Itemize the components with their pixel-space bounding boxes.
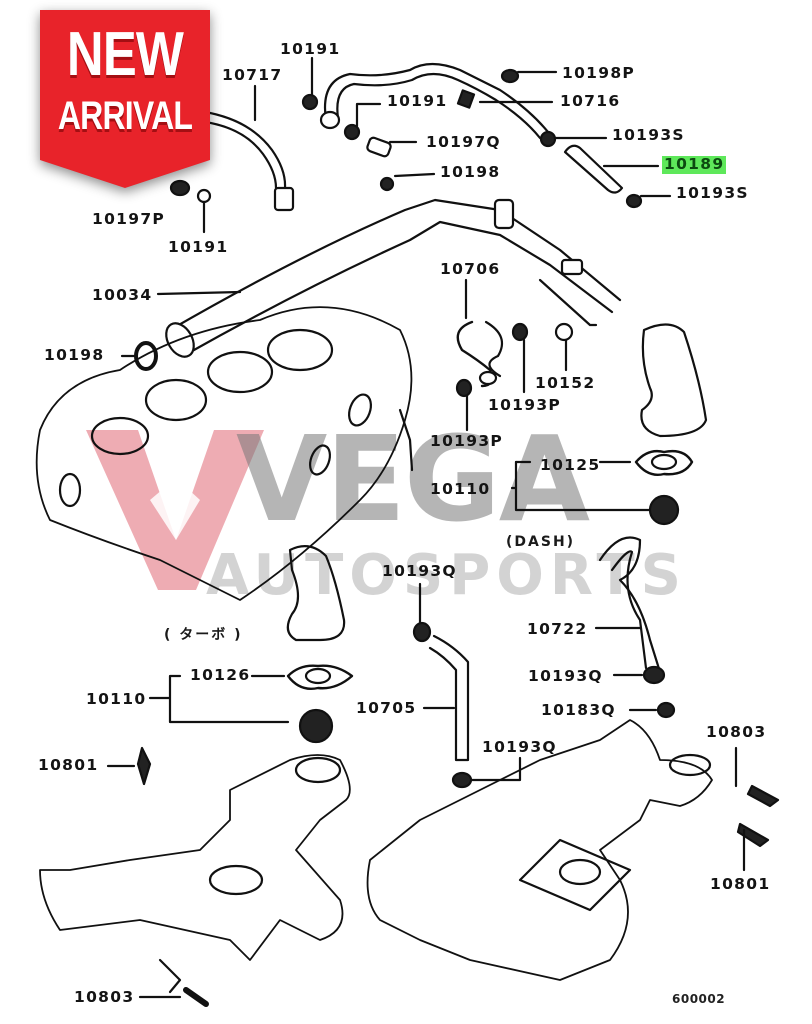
part-label-10722[interactable]: 10722 xyxy=(527,620,588,638)
note-dash: (DASH) xyxy=(506,534,576,550)
watermark-brand: VEGA xyxy=(236,410,590,548)
part-label-10193q[interactable]: 10193Q xyxy=(528,667,603,685)
part-label-10803[interactable]: 10803 xyxy=(74,988,135,1006)
diagram-id: 600002 xyxy=(672,992,726,1006)
part-label-10193q[interactable]: 10193Q xyxy=(382,562,457,580)
part-label-10034[interactable]: 10034 xyxy=(92,286,153,304)
part-label-10706[interactable]: 10706 xyxy=(440,260,501,278)
part-label-10198[interactable]: 10198 xyxy=(440,163,501,181)
part-label-10705[interactable]: 10705 xyxy=(356,699,417,717)
part-label-10716[interactable]: 10716 xyxy=(560,92,621,110)
part-label-10193s[interactable]: 10193S xyxy=(612,126,685,144)
part-label-10803[interactable]: 10803 xyxy=(706,723,767,741)
part-label-10152[interactable]: 10152 xyxy=(535,374,596,392)
part-label-10191[interactable]: 10191 xyxy=(280,40,341,58)
part-label-10125[interactable]: 10125 xyxy=(540,456,601,474)
new-arrival-badge: NEW ARRIVAL xyxy=(40,10,210,190)
part-label-10197p[interactable]: 10197P xyxy=(92,210,166,228)
pipe-10717 xyxy=(203,110,287,190)
part-label-10801[interactable]: 10801 xyxy=(38,756,99,774)
part-label-10110[interactable]: 10110 xyxy=(430,480,491,498)
part-label-10197q[interactable]: 10197Q xyxy=(426,133,501,151)
part-label-10198[interactable]: 10198 xyxy=(44,346,105,364)
note-turbo: ( ターボ ) xyxy=(164,627,243,643)
part-label-10193s[interactable]: 10193S xyxy=(676,184,749,202)
badge-ribbon-shape xyxy=(40,10,210,188)
part-label-10198p[interactable]: 10198P xyxy=(562,64,636,82)
part-label-10717[interactable]: 10717 xyxy=(222,66,283,84)
part-label-10183q[interactable]: 10183Q xyxy=(541,701,616,719)
vega-v-logo-icon xyxy=(86,430,264,590)
part-label-10801[interactable]: 10801 xyxy=(710,875,771,893)
part-label-10110[interactable]: 10110 xyxy=(86,690,147,708)
water-tube-10034 xyxy=(168,198,622,332)
part-label-10193p[interactable]: 10193P xyxy=(430,432,504,450)
part-label-10193q[interactable]: 10193Q xyxy=(482,738,557,756)
part-label-10189-highlighted[interactable]: 10189 xyxy=(662,155,727,174)
part-label-10126[interactable]: 10126 xyxy=(190,666,251,684)
badge-line-1: NEW xyxy=(66,20,184,89)
part-label-10191[interactable]: 10191 xyxy=(387,92,448,110)
part-label-10193p[interactable]: 10193P xyxy=(488,396,562,414)
badge-line-2: ARRIVAL xyxy=(57,94,193,138)
part-label-10191[interactable]: 10191 xyxy=(168,238,229,256)
